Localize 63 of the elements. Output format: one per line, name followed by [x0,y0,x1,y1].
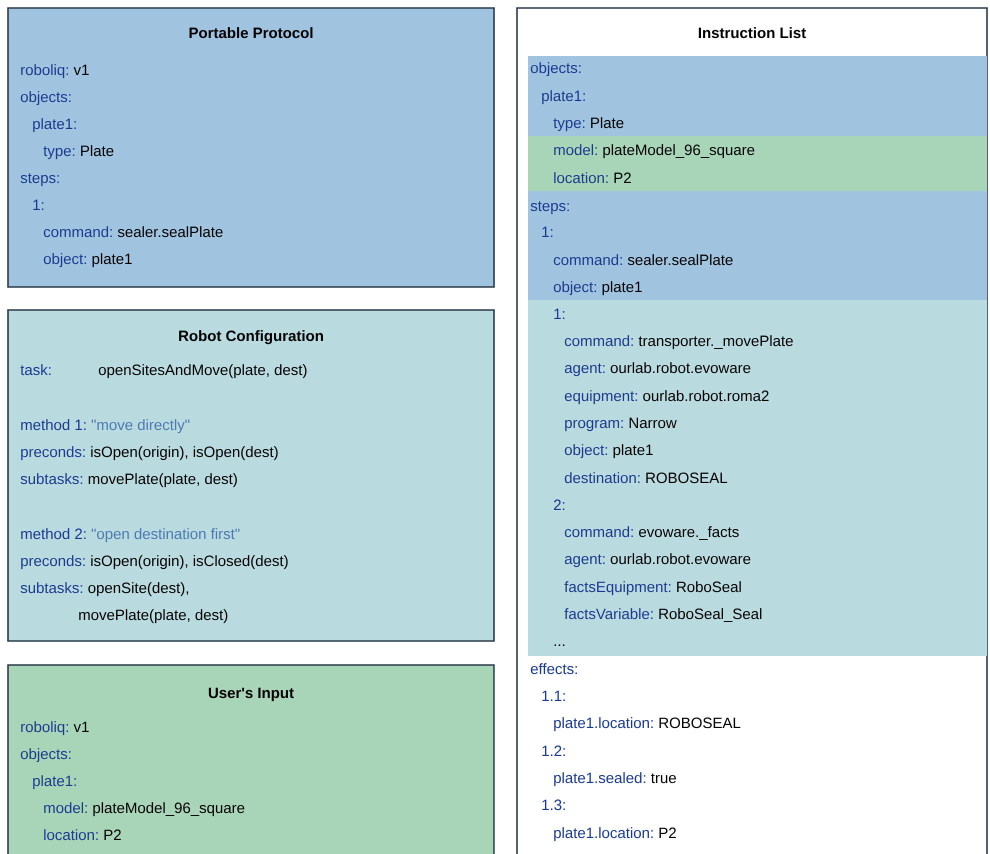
code-line: method 2: "open destination first" [21,528,240,542]
code-panel [7,664,495,854]
code-line: object: plate1 [44,253,132,268]
code-line: command: transporter._movePlate [564,335,793,350]
code-line: command: evoware._facts [564,526,739,540]
code-panel [528,300,987,656]
code-line: 1.2: [542,746,565,756]
node-label: task: [20,364,51,376]
code-line: factsEquipment: RoboSeal [564,581,741,596]
node-label: openSitesAndMove(plate, dest) [98,364,307,378]
code-line: 2: [554,500,564,510]
code-line: object: plate1 [554,281,642,296]
code-panel [528,191,987,300]
code-line: steps: [530,201,569,214]
code-line: 1: [554,308,564,319]
code-line: method 1: "move directly" [21,419,190,434]
code-line: task: openSitesAndMove(plate, dest) [20,364,307,378]
code-line: 1: [542,226,552,237]
panel-heading: Portable Protocol [190,27,312,38]
code-line: plate1: [33,775,76,790]
code-line: agent: ourlab.robot.evoware [564,362,750,376]
code-line: plate1.location: ROBOSEAL [554,717,740,732]
code-line: model: plateModel_96_square [554,144,754,158]
code-line: preconds: isOpen(origin), isOpen(dest) [21,446,278,460]
code-line: roboliq: v1 [21,64,89,78]
code-line: model: plateModel_96_square [44,802,244,816]
panel-heading: User's Input [208,688,294,702]
code-line: command: sealer.sealPlate [554,254,733,266]
code-line: objects: [20,748,71,762]
code-line: steps: [20,173,59,186]
code-line: type: Plate [43,145,114,160]
code-line: preconds: isOpen(origin), isClosed(dest) [21,555,288,570]
code-panel [528,56,987,136]
code-line: location: P2 [44,829,121,840]
code-line: command: sealer.sealPlate [44,226,223,238]
panel-heading: Robot Configuration [179,330,323,344]
code-panel [7,7,495,288]
code-panel [528,136,987,191]
code-line: location: P2 [554,172,631,184]
code-panel [7,309,495,642]
code-line: 1.1: [542,690,565,701]
code-line: plate1.location: P2 [554,827,676,842]
code-line: subtasks: movePlate(plate, dest) [20,473,237,488]
code-line: objects: [20,91,71,106]
panel-heading: Instruction List [698,27,806,38]
code-line: 1.3: [542,800,565,810]
code-line: ... [554,644,564,646]
code-line: subtasks: openSite(dest), [20,582,188,596]
code-line: 1: [33,200,44,210]
code-line: object: plate1 [564,444,653,458]
code-line: equipment: ourlab.robot.roma2 [564,390,769,404]
code-line: plate1: [33,118,76,132]
code-line: type: Plate [553,117,624,132]
code-line: plate1: [542,90,585,104]
code-line: factsVariable: RoboSeal_Seal [564,608,762,622]
code-line: agent: ourlab.robot.evoware [564,553,750,568]
code-line: destination: ROBOSEAL [564,472,728,484]
code-line: roboliq: v1 [21,721,89,736]
code-line: objects: [530,62,581,76]
code-line: movePlate(plate, dest) [79,609,228,624]
code-line: effects: [530,663,577,674]
code-line: program: Narrow [565,418,677,432]
code-line: plate1.sealed: true [554,772,676,786]
